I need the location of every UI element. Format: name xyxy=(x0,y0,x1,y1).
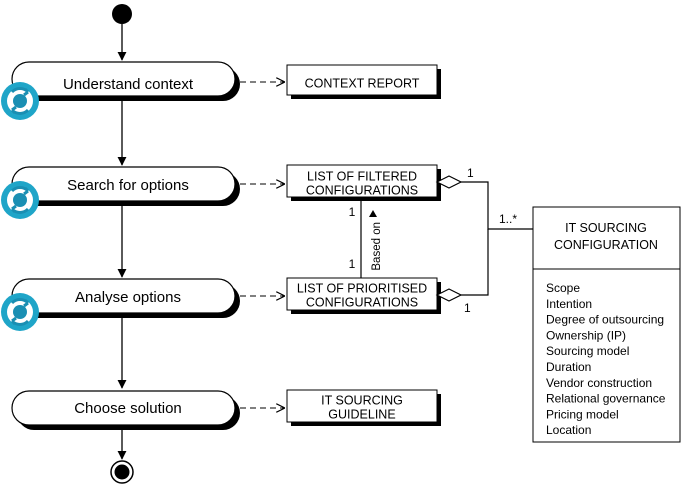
direction-triangle-icon xyxy=(369,210,377,217)
activity-label: Choose solution xyxy=(74,400,182,417)
artifact-label: IT SOURCING xyxy=(321,393,403,407)
class-attribute: Location xyxy=(546,423,591,437)
class-title: IT SOURCING xyxy=(565,221,647,235)
class-attribute: Relational governance xyxy=(546,392,666,406)
aggregation-diamond-icon xyxy=(435,288,463,302)
initial-node xyxy=(112,4,132,24)
cycle-icon xyxy=(1,181,39,219)
class-attribute: Vendor construction xyxy=(546,376,652,390)
activity-label: Search for options xyxy=(67,177,189,194)
artifact-filtered-configurations[interactable]: LIST OF FILTERED CONFIGURATIONS xyxy=(286,164,441,201)
artifact-label: LIST OF PRIORITISED xyxy=(297,281,427,295)
based-on-association: 1 1 Based on xyxy=(349,197,383,278)
artifact-label: GUIDELINE xyxy=(328,407,395,421)
class-attribute: Sourcing model xyxy=(546,344,629,358)
activity-choose-solution[interactable]: Choose solution xyxy=(11,390,240,430)
activity-understand-context[interactable]: Understand context xyxy=(11,61,240,101)
class-attribute: Intention xyxy=(546,297,592,311)
based-on-label: Based on xyxy=(371,222,383,271)
aggregation-association xyxy=(461,181,533,296)
multiplicity-label: 1 xyxy=(464,301,471,315)
artifact-label: CONTEXT REPORT xyxy=(305,76,420,90)
multiplicity-label: 1..* xyxy=(499,212,517,226)
artifact-label: LIST OF FILTERED xyxy=(307,169,417,183)
class-title: CONFIGURATION xyxy=(554,238,658,252)
activity-label: Analyse options xyxy=(75,289,181,306)
cycle-icon xyxy=(1,293,39,331)
artifact-label: CONFIGURATIONS xyxy=(306,183,418,197)
artifact-it-sourcing-guideline[interactable]: IT SOURCING GUIDELINE xyxy=(286,389,441,426)
final-node xyxy=(110,460,134,484)
multiplicity-label: 1 xyxy=(349,257,356,271)
artifact-context-report[interactable]: CONTEXT REPORT xyxy=(286,64,441,99)
class-attribute: Scope xyxy=(546,281,580,295)
class-attribute: Degree of outsourcing xyxy=(546,313,664,327)
multiplicity-label: 1 xyxy=(467,166,474,180)
activity-analyse-options[interactable]: Analyse options xyxy=(11,278,240,318)
artifact-label: CONFIGURATIONS xyxy=(306,295,418,309)
class-attribute: Pricing model xyxy=(546,407,619,421)
activity-search-for-options[interactable]: Search for options xyxy=(11,166,240,206)
activity-label: Understand context xyxy=(63,76,194,93)
multiplicity-label: 1 xyxy=(349,205,356,219)
object-flow xyxy=(240,82,284,408)
class-attribute: Duration xyxy=(546,360,591,374)
artifact-prioritised-configurations[interactable]: LIST OF PRIORITISED CONFIGURATIONS xyxy=(286,277,441,314)
cycle-icon xyxy=(1,82,39,120)
it-sourcing-configuration-class[interactable]: IT SOURCING CONFIGURATION ScopeIntention… xyxy=(532,206,681,443)
class-attribute: Ownership (IP) xyxy=(546,328,626,342)
aggregation-diamond-icon xyxy=(435,175,463,189)
